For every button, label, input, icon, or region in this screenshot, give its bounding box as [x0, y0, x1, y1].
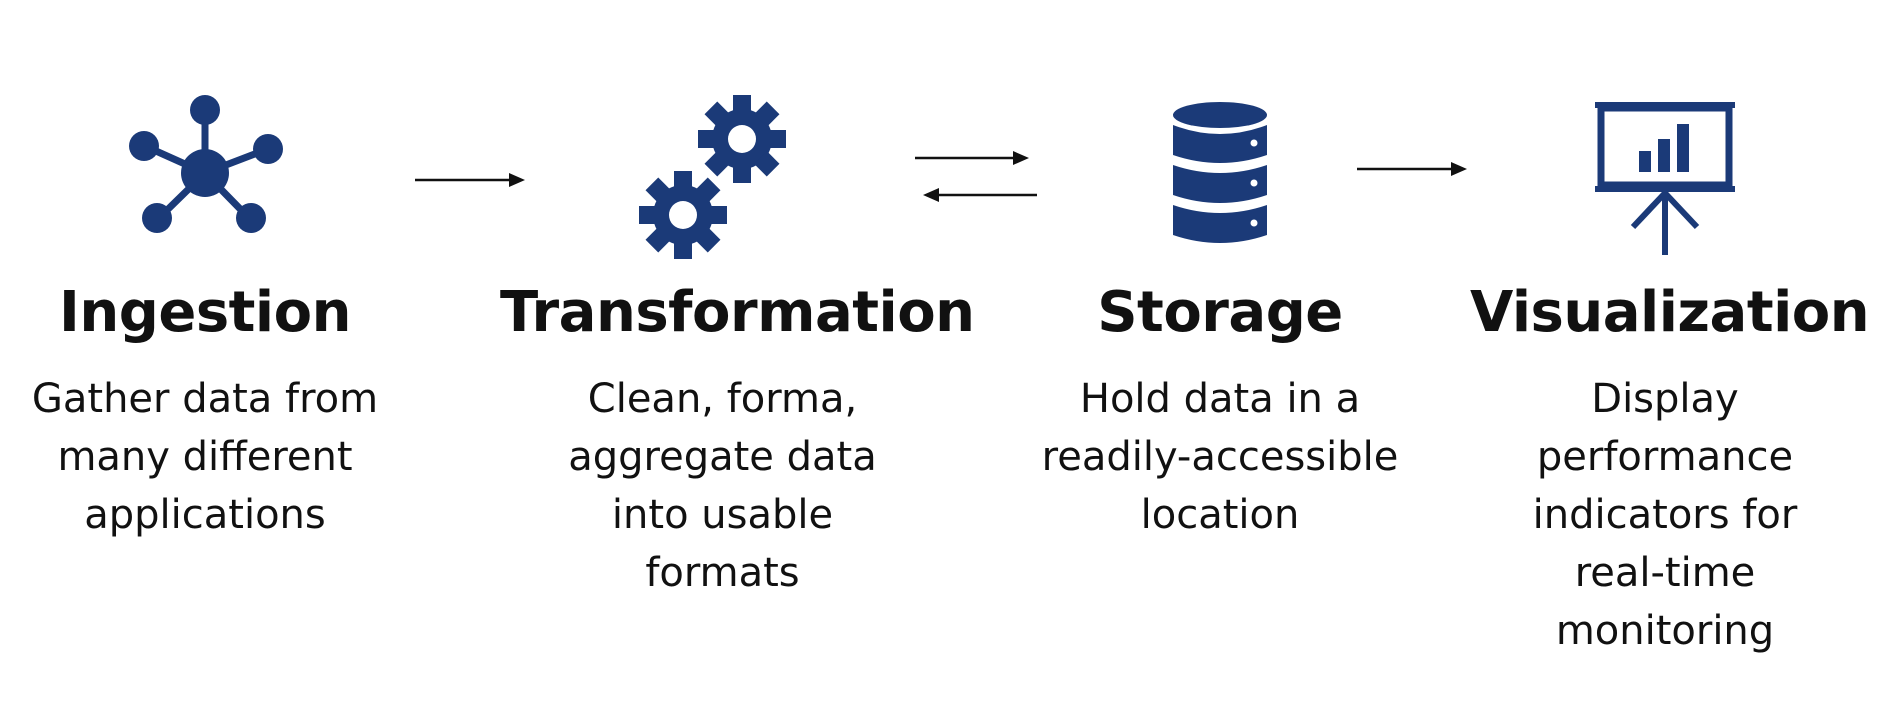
- step-description: Gather data from many different applicat…: [31, 376, 379, 538]
- step-title: Transformation: [500, 280, 975, 345]
- step-title: Ingestion: [59, 280, 351, 345]
- forward-arrow: [415, 170, 525, 190]
- network-hub-icon: [120, 95, 290, 265]
- step-title: Visualization: [1470, 280, 1870, 345]
- forward-arrow: [1357, 159, 1467, 179]
- bidirectional-arrow: [915, 148, 1040, 208]
- database-icon: [1135, 95, 1305, 265]
- step-description: Clean, forma, aggregate data into usable…: [568, 376, 877, 596]
- step-title: Storage: [1097, 280, 1343, 345]
- step-description: Display performance indicators for real-…: [1532, 376, 1798, 654]
- presentation-chart-icon: [1580, 95, 1750, 265]
- step-description: Hold data in a readily-accessible locati…: [1041, 376, 1399, 538]
- gears-icon: [638, 95, 808, 265]
